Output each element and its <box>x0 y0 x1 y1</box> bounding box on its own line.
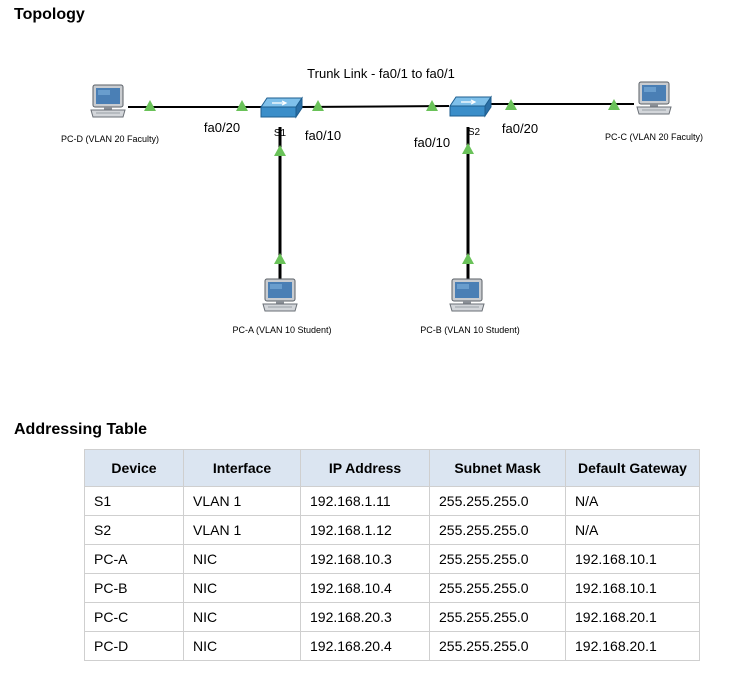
link-up-indicator <box>144 100 156 111</box>
pc-b-label: PC-B (VLAN 10 Student) <box>420 325 520 335</box>
table-cell: S1 <box>84 486 184 516</box>
pc-d-icon[interactable] <box>90 84 126 118</box>
table-cell: 192.168.20.1 <box>565 631 700 661</box>
table-cell: 255.255.255.0 <box>429 631 566 661</box>
table-cell: 192.168.10.4 <box>300 573 430 603</box>
table-cell: 255.255.255.0 <box>429 515 566 545</box>
topology-heading: Topology <box>14 6 85 23</box>
s1-switch-icon[interactable] <box>260 97 303 118</box>
column-header: Device <box>84 449 184 487</box>
table-cell: PC-A <box>84 544 184 574</box>
table-cell: PC-C <box>84 602 184 632</box>
port-label-s1-fa0-20: fa0/20 <box>204 120 240 135</box>
pc-c-icon[interactable] <box>636 81 672 115</box>
table-cell: 192.168.10.1 <box>565 544 700 574</box>
link-up-indicator <box>236 100 248 111</box>
link-up-indicator <box>462 253 474 264</box>
pc-a-label: PC-A (VLAN 10 Student) <box>232 325 331 335</box>
column-header: IP Address <box>300 449 430 487</box>
column-header: Default Gateway <box>565 449 700 487</box>
table-cell: N/A <box>565 486 700 516</box>
addressing-table: Device Interface IP Address Subnet Mask … <box>84 449 700 661</box>
s1-label: S1 <box>274 128 287 139</box>
table-cell: NIC <box>183 631 301 661</box>
port-label-s2-fa0-10: fa0/10 <box>414 135 450 150</box>
table-cell: PC-D <box>84 631 184 661</box>
table-cell: PC-B <box>84 573 184 603</box>
table-cell: 255.255.255.0 <box>429 573 566 603</box>
pc-c-label: PC-C (VLAN 20 Faculty) <box>605 132 703 142</box>
addressing-table-heading: Addressing Table <box>14 421 148 438</box>
topology-diagram: Trunk Link - fa0/1 to fa0/1 S1 S2 fa0/20… <box>61 66 703 335</box>
link-up-indicator <box>274 253 286 264</box>
link-up-indicator <box>274 145 286 156</box>
table-cell: NIC <box>183 573 301 603</box>
table-cell: N/A <box>565 515 700 545</box>
column-header: Interface <box>183 449 301 487</box>
link-up-indicator <box>462 143 474 154</box>
table-cell: 255.255.255.0 <box>429 544 566 574</box>
table-cell: 192.168.1.11 <box>300 486 430 516</box>
trunk-link-s1-s2 <box>299 105 450 108</box>
table-cell: 192.168.20.3 <box>300 602 430 632</box>
port-label-s2-fa0-20: fa0/20 <box>502 121 538 136</box>
table-cell: NIC <box>183 602 301 632</box>
table-cell: 192.168.20.4 <box>300 631 430 661</box>
table-cell: 192.168.1.12 <box>300 515 430 545</box>
table-cell: 192.168.10.1 <box>565 573 700 603</box>
pc-d-label: PC-D (VLAN 20 Faculty) <box>61 134 159 144</box>
table-cell: NIC <box>183 544 301 574</box>
column-header: Subnet Mask <box>429 449 566 487</box>
s2-switch-icon[interactable] <box>449 96 492 117</box>
table-cell: 255.255.255.0 <box>429 486 566 516</box>
table-cell: VLAN 1 <box>183 486 301 516</box>
table-cell: S2 <box>84 515 184 545</box>
port-label-s1-fa0-10: fa0/10 <box>305 128 341 143</box>
table-cell: VLAN 1 <box>183 515 301 545</box>
link-up-indicator <box>312 100 324 111</box>
table-cell: 255.255.255.0 <box>429 602 566 632</box>
pc-a-icon[interactable] <box>262 278 298 312</box>
pc-b-icon[interactable] <box>449 278 485 312</box>
table-cell: 192.168.10.3 <box>300 544 430 574</box>
s2-label: S2 <box>468 127 481 138</box>
table-cell: 192.168.20.1 <box>565 602 700 632</box>
table-header-row: Device Interface IP Address Subnet Mask … <box>84 449 700 487</box>
trunk-link-label: Trunk Link - fa0/1 to fa0/1 <box>307 66 455 81</box>
